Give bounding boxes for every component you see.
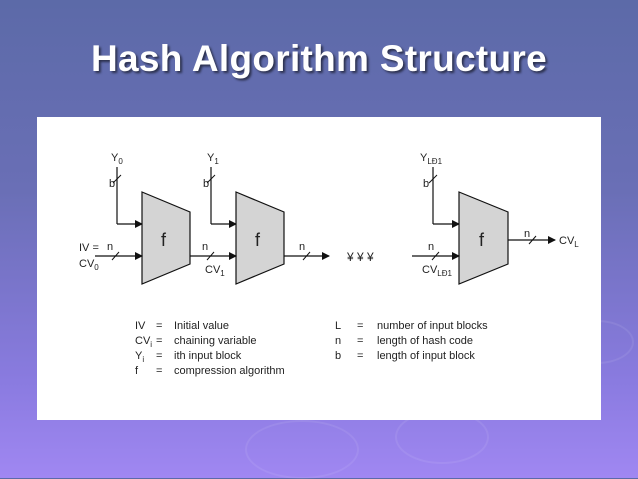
legend-def-l: number of input blocks — [377, 320, 488, 332]
n-tick-out — [528, 235, 537, 245]
b-tick-3 — [428, 174, 438, 184]
n-tick-mid — [302, 251, 311, 261]
legend-sym-l: L — [335, 320, 341, 332]
n-label-out: n — [524, 228, 530, 240]
diagram-panel: Y0 b f IV = CV0 n Y1 b f n CV1 n ¥ ¥ ¥ Y… — [37, 117, 601, 420]
y0-label: Y0 — [111, 152, 123, 166]
n-tick-iv — [111, 251, 120, 261]
b-label-3: b — [423, 178, 429, 190]
legend-sym-y: Yi — [135, 350, 144, 364]
n-label-mid: n — [299, 241, 305, 253]
cvl1-label: CVLÐ1 — [422, 264, 453, 278]
legend-sym-n: n — [335, 335, 341, 347]
n-tick-cv1 — [206, 251, 215, 261]
legend-eq: = — [156, 320, 162, 332]
n-label-cv1: n — [202, 241, 208, 253]
legend-eq: = — [156, 335, 162, 347]
legend-eq: = — [156, 350, 162, 362]
hash-structure-diagram: Y0 b f IV = CV0 n Y1 b f n CV1 n ¥ ¥ ¥ Y… — [79, 152, 579, 377]
ripple-decoration — [245, 420, 359, 479]
legend-sym-iv: IV — [135, 320, 146, 332]
cv0-label: CV0 — [79, 258, 99, 272]
legend-def-iv: Initial value — [174, 320, 229, 332]
legend-right: L = number of input blocks n = length of… — [335, 320, 488, 362]
legend-def-cv: chaining variable — [174, 335, 257, 347]
yl1-label: YLÐ1 — [420, 152, 443, 166]
legend-eq: = — [357, 350, 363, 362]
f-label-2: f — [255, 230, 261, 250]
legend-eq: = — [156, 365, 162, 377]
legend-def-f: compression algorithm — [174, 365, 285, 377]
cvl-label: CVL — [559, 235, 579, 249]
n-tick-cvl1 — [431, 251, 440, 261]
legend-eq: = — [357, 320, 363, 332]
legend-left: IV = Initial value CVi = chaining variab… — [135, 320, 285, 377]
legend-sym-f: f — [135, 365, 139, 377]
legend-sym-cv: CVi — [135, 335, 152, 349]
legend-def-y: ith input block — [174, 350, 242, 362]
slide-title: Hash Algorithm Structure — [90, 38, 548, 79]
b-tick-1 — [112, 174, 122, 184]
b-label-1: b — [109, 178, 115, 190]
iv-label: IV = — [79, 242, 99, 254]
b-label-2: b — [203, 178, 209, 190]
y1-label: Y1 — [207, 152, 219, 166]
f-label-3: f — [479, 230, 485, 250]
ellipsis: ¥ ¥ ¥ — [346, 250, 374, 264]
legend-sym-b: b — [335, 350, 341, 362]
legend-def-n: length of hash code — [377, 335, 473, 347]
legend-def-b: length of input block — [377, 350, 475, 362]
n-label-cvl1: n — [428, 241, 434, 253]
n-label-iv: n — [107, 241, 113, 253]
f-label-1: f — [161, 230, 167, 250]
legend-eq: = — [357, 335, 363, 347]
cv1-label: CV1 — [205, 264, 225, 278]
b-tick-2 — [206, 174, 216, 184]
